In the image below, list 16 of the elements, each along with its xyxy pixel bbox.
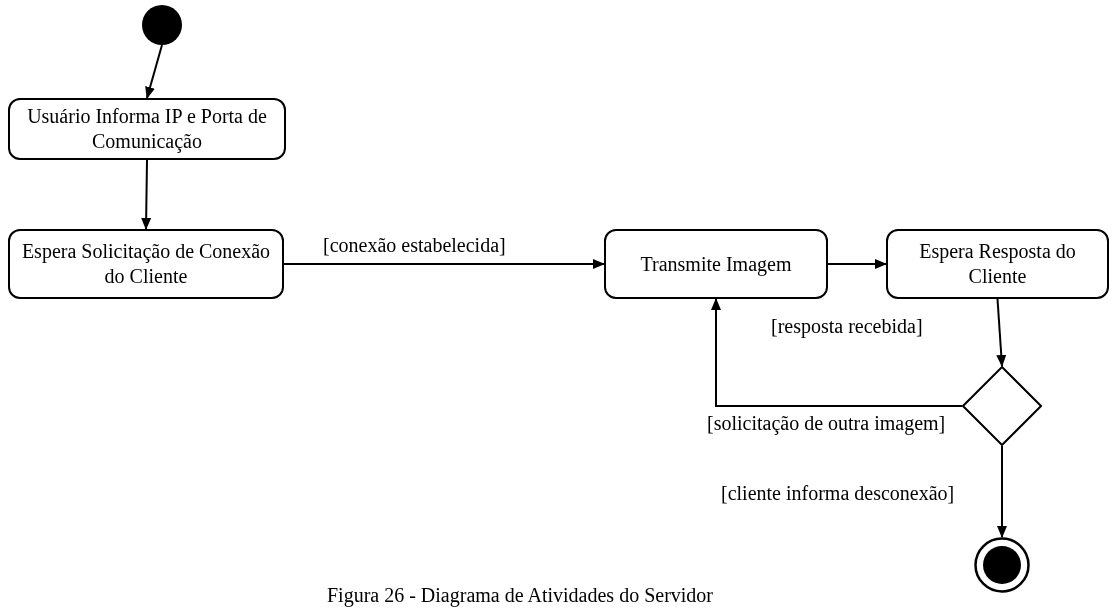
arrow: [997, 445, 1007, 538]
arrow: [145, 44, 163, 99]
activity-box: [604, 229, 828, 299]
figure-caption: Figura 26 - Diagrama de Atividades do Servidor: [326, 583, 714, 607]
activity-label: Transmite Imagem: [640, 251, 792, 277]
activity-box: [8, 229, 284, 299]
activity-label: Espera Resposta do Cliente: [918, 239, 1077, 289]
activity-label: Usuário Informa IP e Porta de Comunicação: [26, 104, 268, 154]
activity-box: [886, 229, 1109, 299]
activity-label: Espera Solicitação de Conexão do Cliente: [20, 239, 272, 289]
arrow: [996, 298, 1007, 367]
arrow: [711, 298, 963, 407]
arrow: [827, 259, 887, 269]
arrow: [141, 159, 152, 230]
arrow: [283, 259, 605, 269]
activity-box: [8, 98, 286, 160]
